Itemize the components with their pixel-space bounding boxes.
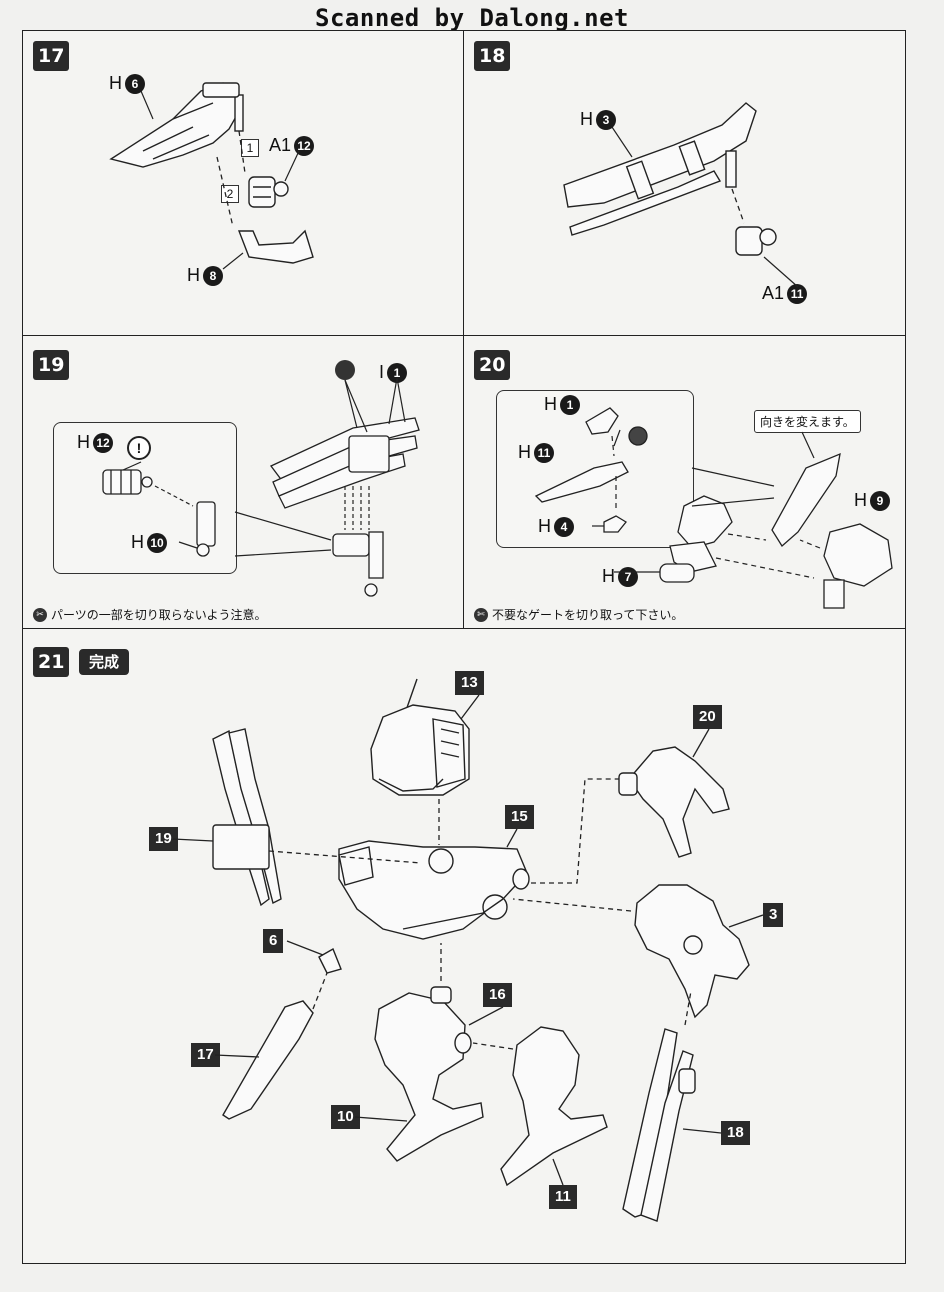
callout-6: 6	[263, 929, 284, 953]
sequence-2: 2	[221, 185, 239, 203]
step-21-illustration	[172, 678, 764, 1222]
callout-3: 3	[763, 903, 784, 927]
warning-icon: !	[127, 436, 151, 460]
step-20-illustration	[534, 407, 893, 609]
cut-caution-note: ✂ パーツの一部を切り取らないよう注意。	[33, 606, 267, 623]
step-number: 19	[33, 350, 70, 380]
step-number: 21	[33, 647, 70, 677]
direction-change-note: 向きを変えます。	[754, 410, 861, 433]
completion-badge: 完成	[79, 649, 130, 675]
gate-cut-note: ✄ 不要なゲートを切り取って下さい。	[474, 606, 683, 623]
callout-19: 19	[149, 827, 178, 851]
step-19-illustration	[102, 360, 420, 597]
callout-13: 13	[455, 671, 484, 695]
callout-15: 15	[505, 805, 534, 829]
step-17-illustration	[109, 82, 314, 270]
callout-20: 20	[693, 705, 722, 729]
scissors-icon: ✂	[33, 607, 47, 622]
step-18-illustration	[563, 102, 799, 288]
callout-16: 16	[483, 983, 512, 1007]
watermark-text: Scanned by Dalong.net	[315, 4, 629, 32]
callout-11: 11	[549, 1185, 577, 1209]
callout-18: 18	[721, 1121, 750, 1145]
step-number: 17	[33, 41, 70, 71]
callout-17: 17	[191, 1043, 220, 1067]
sequence-1: 1	[241, 139, 259, 157]
callout-10: 10	[331, 1105, 360, 1129]
step-number: 18	[474, 41, 511, 71]
nipper-icon: ✄	[474, 607, 488, 622]
step-21-panel: 21 完成 13 20 19 15 3 6 16 17 10 18 11	[22, 628, 906, 1264]
step-number: 20	[474, 350, 511, 380]
